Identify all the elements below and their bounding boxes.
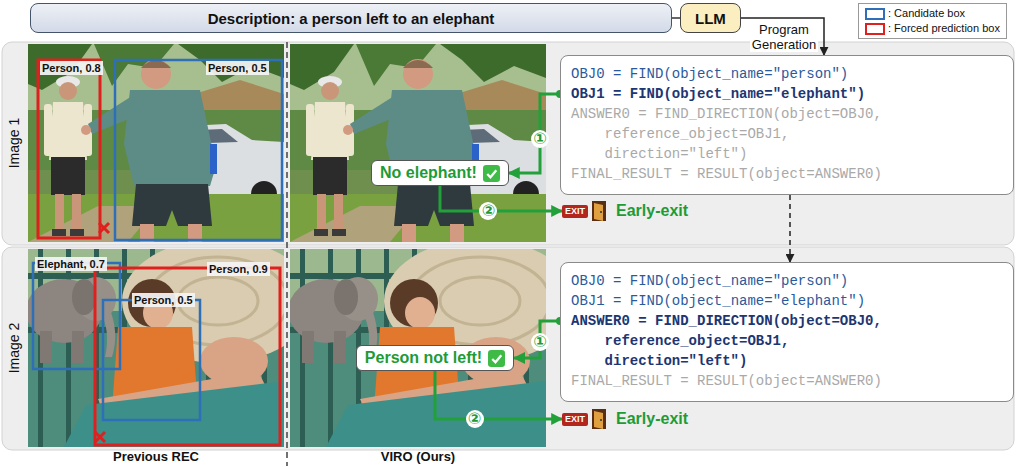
step-number: ① [531,333,549,351]
detection-box [115,60,282,240]
detection-tag: Person, 0.9 [207,262,270,276]
photo-image-2 [288,239,576,447]
program-line: OBJ0 = FIND(object_name="person") [571,64,907,84]
detection-box [95,268,280,445]
photo-image-1 [28,44,284,242]
exit-arrow [440,186,562,211]
description-box: Description: a person left to an elephan… [30,3,672,33]
detection-box [33,263,120,369]
legend-box: : Candidate box: Forced prediction box [858,3,1007,39]
check-callout: No elephant! [371,160,509,186]
early-exit: EXIT Early-exit [562,408,688,430]
check-icon [488,350,505,367]
program-box: OBJ0 = FIND(object_name="person")OBJ1 = … [560,262,1014,402]
program-line: OBJ1 = FIND(object_name="elephant") [571,291,907,311]
image-row-band [2,42,1014,450]
detection-box [103,300,200,420]
row-label: Image 1 [6,118,22,169]
program-line: OBJ0 = FIND(object_name="person") [571,271,907,291]
detection-tag: Elephant, 0.7 [35,257,107,271]
exit-arrow [435,371,562,419]
llm-label: LLM [695,10,726,27]
generation-arrow [741,18,824,55]
check-icon [483,165,500,182]
early-exit: EXIT Early-exit [562,200,688,222]
exit-door-icon [591,408,607,430]
program-line: ANSWER0 = FIND_DIRECTION(object=OBJ0, re… [571,311,907,371]
photo-image-2 [26,239,314,447]
description-text: Description: a person left to an elephan… [208,10,495,27]
program-line: FINAL_RESULT = RESULT(object=ANSWER0) [571,164,907,184]
exit-door-icon [591,200,607,222]
detection-box [33,60,282,445]
detection-box [38,60,100,238]
legend-row: : Candidate box [865,6,1000,21]
detection-tag: Person, 0.5 [132,293,195,307]
detection-tag: Person, 0.8 [40,61,103,75]
legend-text: : Forced prediction box [888,21,1000,36]
exit-sign-text: EXIT [562,413,588,426]
wrong-mark [95,432,105,442]
step-number: ② [479,202,497,220]
check-arrow [514,321,560,358]
wrong-mark [99,223,109,233]
link-line [672,17,680,19]
program-line: OBJ1 = FIND(object_name="elephant") [571,84,907,104]
program-line: ANSWER0 = FIND_DIRECTION(object=OBJ0, re… [571,104,907,164]
edge-label: Program Generation [750,22,818,52]
next-image-arrow [789,195,791,262]
column-label: VIRO (Ours) [381,449,455,464]
check-callout: Person not left! [356,345,514,371]
legend-swatch [865,23,885,35]
program-line: FINAL_RESULT = RESULT(object=ANSWER0) [571,371,907,391]
wrong-mark [95,223,109,442]
legend-text: : Candidate box [888,6,965,21]
early-exit-label: Early-exit [616,202,688,220]
legend-swatch [865,8,885,20]
step-number: ① [531,130,549,148]
llm-box: LLM [680,3,741,33]
program-box: OBJ0 = FIND(object_name="person")OBJ1 = … [560,55,1014,195]
column-label: Previous REC [113,449,199,464]
early-exit-label: Early-exit [616,410,688,428]
check-text: Person not left! [365,349,482,367]
check-text: No elephant! [380,164,477,182]
panel-divider [286,42,288,466]
image-row-band [2,42,1014,245]
row-label: Image 2 [6,323,22,374]
check-arrow [509,94,560,173]
step-number: ② [466,410,484,428]
exit-sign-text: EXIT [562,205,588,218]
detection-tag: Person, 0.5 [206,61,269,75]
legend-row: : Forced prediction box [865,21,1000,36]
